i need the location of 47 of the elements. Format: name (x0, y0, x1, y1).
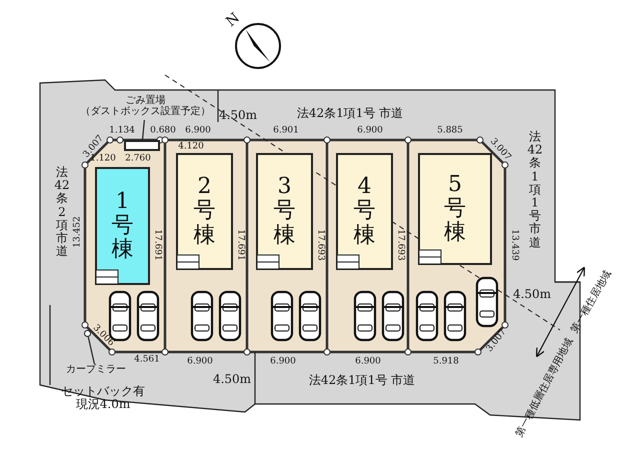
callout-text: 現況4.0m (74, 398, 132, 411)
dimension: 2.760 (125, 154, 151, 164)
zoning-label: 第一種低層住居専用地域 (514, 337, 576, 439)
house-label: 5号棟 (444, 172, 466, 246)
leader-line (142, 120, 145, 140)
house-label: 3号棟 (274, 175, 296, 248)
leader-line (49, 305, 51, 385)
dimension: 4.120 (178, 142, 204, 152)
callout-text: カーブミラー (65, 364, 127, 375)
note-text: （ダストボックス設置予定） (80, 106, 212, 117)
house-label: 2号棟 (194, 175, 216, 248)
note-text: ごみ置場 (124, 95, 166, 106)
dimension: 0.680 (150, 126, 176, 136)
leader-line (88, 336, 95, 364)
dimension: 6.900 (355, 358, 381, 366)
dimension: 6.900 (357, 126, 383, 136)
dimension: 17.693 (396, 229, 404, 261)
house-footprint (176, 153, 233, 270)
dimension: 5.885 (437, 126, 463, 136)
dimension: 6.900 (185, 126, 211, 136)
zoning-label: 第一種住居地域 (570, 269, 614, 335)
dimension: 17.691 (152, 229, 162, 261)
road-width: 4.50m (218, 109, 258, 121)
road-name: 法42条1項1号 市道 (296, 107, 404, 119)
house-label: 4号棟 (354, 175, 376, 248)
road-name: 法42条1項1号 市道 (308, 374, 416, 386)
house-footprint (418, 153, 492, 265)
dimension: 6.900 (270, 358, 296, 366)
dimension: 4.561 (134, 356, 160, 364)
dimension: 17.693 (316, 229, 324, 261)
road-name: 法42条2項市道 (54, 166, 70, 258)
road-width: 4.50m (212, 373, 252, 385)
road-name: 法42条1項1号市道 (527, 130, 543, 250)
dimension: 13.439 (510, 229, 518, 261)
dimension: 13.452 (74, 216, 82, 248)
road-width: 4.50m (512, 288, 552, 300)
house-label: 1号棟 (112, 190, 134, 262)
dimension: 5.918 (433, 358, 459, 366)
dimension: 17.691 (236, 229, 244, 261)
dimension: 6.901 (273, 126, 299, 136)
north-label: N (224, 10, 242, 30)
dimension: 6.900 (187, 358, 213, 366)
dimension: 1.134 (109, 126, 135, 136)
house-footprint (256, 153, 313, 270)
house-footprint (336, 153, 393, 270)
house-footprint (95, 167, 150, 285)
garbage-area-box (124, 140, 160, 151)
